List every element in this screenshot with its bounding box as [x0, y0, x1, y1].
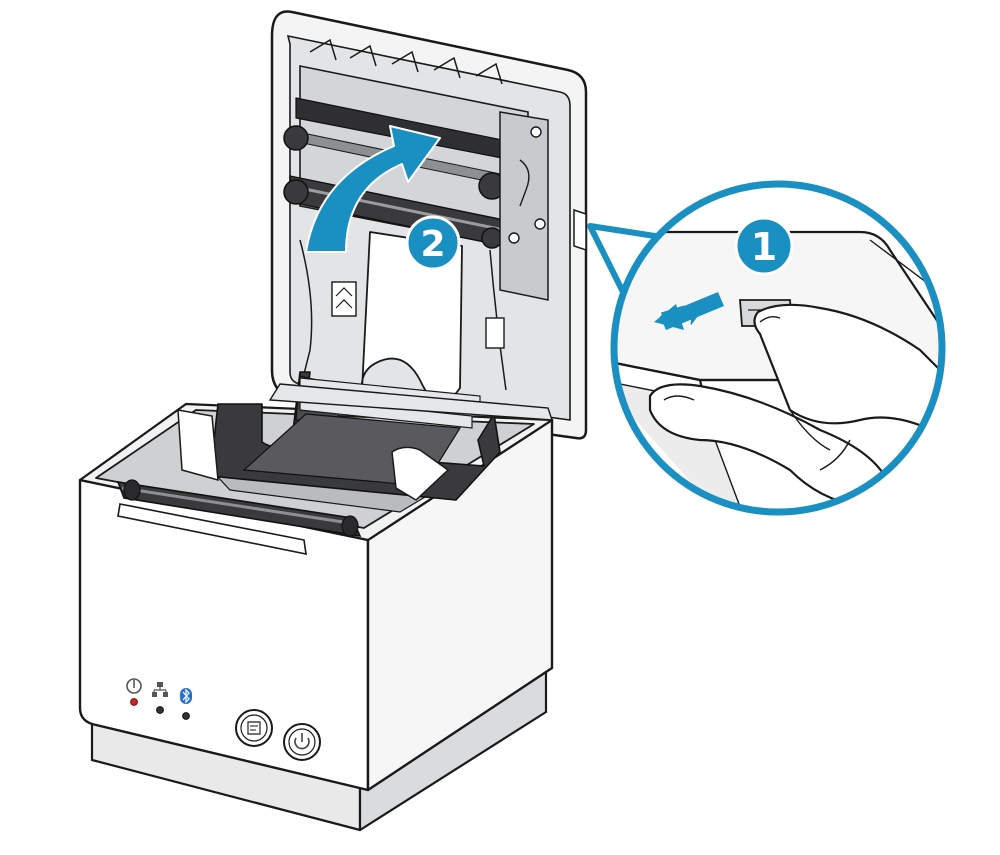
- paper-feed-icon: [247, 721, 261, 735]
- zoom-callout: [587, 180, 946, 516]
- power-button[interactable]: [283, 723, 321, 761]
- step-2-badge: 2: [405, 215, 461, 271]
- step-1-number: 1: [751, 225, 777, 269]
- paper-feed-button[interactable]: [235, 709, 273, 747]
- bluetooth-icon: [180, 688, 192, 704]
- printer-body: [78, 371, 554, 832]
- power-status-icon: [126, 678, 142, 694]
- printer-lid: [270, 10, 588, 440]
- network-icon: [152, 682, 168, 697]
- step-1-badge: 1: [734, 216, 794, 276]
- step-2-number: 2: [420, 224, 445, 265]
- network-led: [156, 706, 164, 714]
- power-status-led: [130, 698, 138, 706]
- front-panel: [126, 678, 192, 720]
- power-icon: [294, 733, 310, 750]
- open-lid-arrow: [305, 125, 441, 253]
- bluetooth-led: [182, 712, 190, 720]
